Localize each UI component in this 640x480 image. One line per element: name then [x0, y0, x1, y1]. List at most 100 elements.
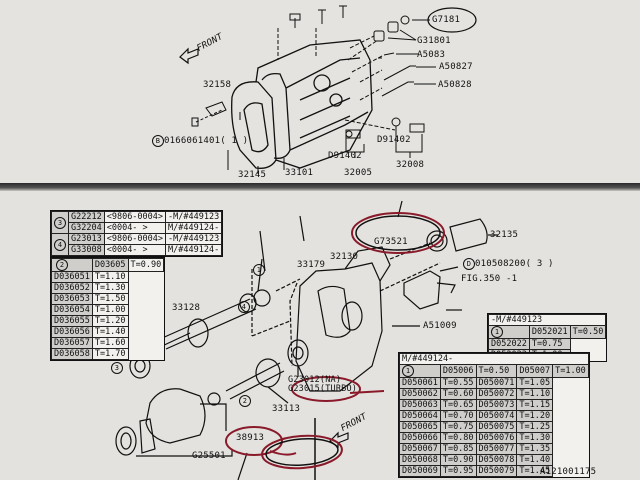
table-row: G33008 <0004- > M/#449124-: [52, 244, 223, 256]
figure-reference: FIG.350 -1: [461, 274, 518, 284]
parts-table-1b: M/#449124- 1 D05006 T=0.50 D05007 T=1.00…: [398, 352, 590, 478]
table-row: 3 G22212 <9806-0004> -M/#449123: [51, 211, 223, 234]
thickness: T=0.95: [439, 465, 477, 477]
bolt-quantity: ( 3 ): [525, 259, 554, 269]
table-header: -M/#449123: [487, 314, 607, 326]
part-number: G32204: [68, 222, 105, 234]
part-number: D036056: [51, 326, 93, 338]
part-number: D050075: [475, 421, 518, 433]
part-label-a51009: A51009: [423, 321, 457, 331]
page-divider: [0, 183, 640, 191]
callout-2: 2: [239, 395, 251, 407]
table-row: 4 G23013 <9806-0004> -M/#449123: [51, 233, 223, 256]
part-label-32008: 32008: [396, 160, 425, 170]
table-header: M/#449124-: [399, 353, 589, 365]
thickness: T=1.00: [552, 364, 589, 378]
part-number: D050077: [475, 443, 518, 455]
extension-housing: [295, 262, 383, 392]
group-callout-4: 4: [54, 238, 66, 251]
input-shaft: [159, 298, 257, 350]
part-number: D052021: [528, 325, 571, 339]
part-label-32145: 32145: [238, 170, 267, 180]
part-number: D03605: [91, 258, 129, 272]
thickness: T=1.50: [91, 293, 129, 305]
thickness: T=0.75: [528, 338, 571, 350]
part-number: D036052: [51, 282, 93, 294]
part-label-g25501: G25501: [192, 451, 226, 461]
thickness: T=0.70: [439, 410, 477, 422]
bolt-part-number: 010508200: [475, 259, 526, 269]
table-row: 1 D052021 T=0.50: [488, 325, 607, 339]
part-number: D050066: [399, 432, 441, 444]
part-number: D050061: [399, 377, 441, 389]
thickness: T=1.30: [91, 282, 129, 294]
thickness: T=1.60: [91, 337, 129, 349]
part-label-a50827: A50827: [439, 62, 473, 72]
thickness: T=0.90: [439, 454, 477, 466]
part-number: G23013: [68, 233, 105, 245]
thickness: T=0.55: [439, 377, 477, 389]
part-number: D05006: [439, 364, 477, 378]
thickness: T=1.05: [516, 377, 554, 389]
part-label-g7181: G7181: [432, 15, 461, 25]
part-number: D050071: [475, 377, 518, 389]
thickness: T=1.15: [516, 399, 554, 411]
part-label-32135: 32135: [490, 230, 519, 240]
thickness: T=1.45: [516, 465, 554, 477]
thickness: T=0.90: [127, 258, 165, 272]
bolt-icon: [191, 117, 199, 127]
transmission-case-drawing: [179, 5, 477, 174]
part-label-g23012: G23012(NA): [288, 375, 342, 385]
part-number: D050068: [399, 454, 441, 466]
group-callout-1b: 1: [402, 365, 414, 377]
extension-case-drawing: [115, 200, 498, 480]
model-range: -M/#449123: [165, 211, 223, 223]
bolt-marker-icon: B: [152, 135, 164, 147]
g7181-pen-circle: [427, 7, 477, 33]
model-range: M/#449124-: [165, 244, 223, 256]
part-number: D050072: [475, 388, 518, 400]
part-number: D050062: [399, 388, 441, 400]
part-label-33101: 33101: [285, 168, 314, 178]
model-range: M/#449124-: [165, 222, 223, 234]
part-label-g73521: G73521: [374, 237, 408, 247]
thickness: T=1.40: [91, 326, 129, 338]
part-label-a50828: A50828: [438, 80, 472, 90]
thickness: T=1.00: [91, 304, 129, 316]
part-number: D050065: [399, 421, 441, 433]
sleeve-32135: [449, 218, 488, 252]
part-number: D050067: [399, 443, 441, 455]
thickness: T=1.30: [516, 432, 554, 444]
part-number: D05007: [516, 364, 554, 378]
callout-4: 4: [238, 301, 250, 313]
part-number: D050063: [399, 399, 441, 411]
thickness: T=0.50: [569, 325, 607, 339]
thickness: T=1.20: [91, 315, 129, 327]
group-callout-1: 1: [491, 326, 503, 338]
part-number: D036054: [51, 304, 93, 316]
transmission-case: [231, 39, 373, 169]
thickness: T=1.35: [516, 443, 554, 455]
part-label-32158: 32158: [203, 80, 232, 90]
snap-ring-2: [207, 392, 221, 406]
part-label-38913: 38913: [236, 433, 265, 443]
oil-seal-g25501: [115, 426, 137, 456]
drawing-code: A121001175: [540, 467, 597, 477]
part-number: D050079: [475, 465, 518, 477]
